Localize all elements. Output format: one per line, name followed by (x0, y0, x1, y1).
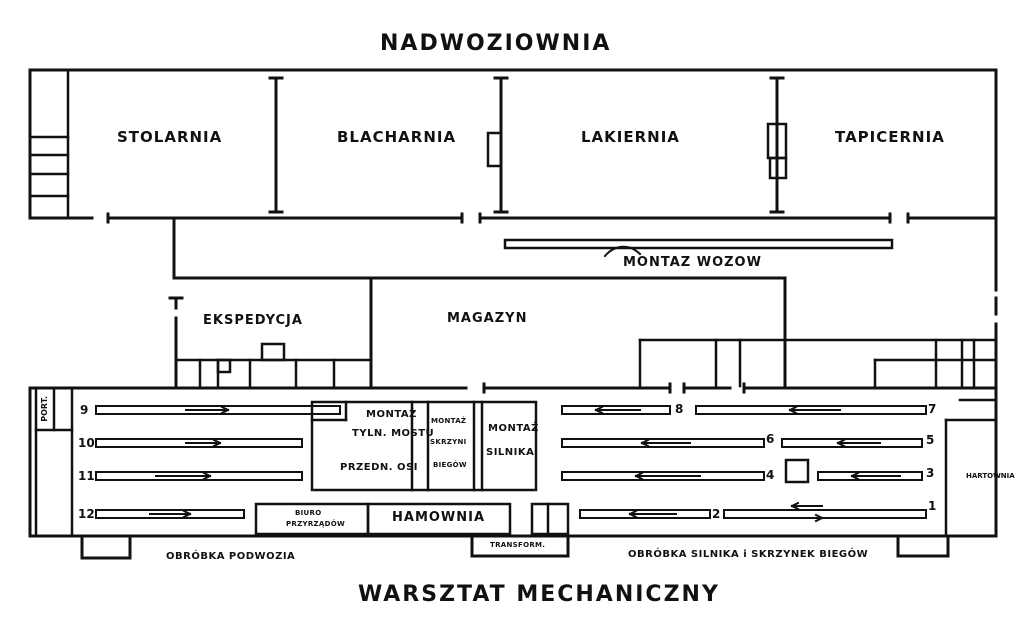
room-portiernia: PORT. (40, 396, 49, 422)
bench-number-2: 2 (712, 507, 721, 521)
room-ekspedycja: EKSPEDYCJA (203, 313, 303, 328)
label-silnika: SILNIKA (486, 447, 535, 458)
label-montaz-1: MONTAŻ (366, 409, 417, 420)
staircase-left (28, 68, 70, 220)
label-montaz-3: MONTAŻ (488, 423, 539, 434)
bench-number-5: 5 (926, 433, 935, 447)
lower-left-rooms (34, 386, 74, 538)
bench-number-10: 10 (78, 436, 95, 450)
label-biegow: BIEGÓW (433, 461, 467, 469)
room-blacharnia: BLACHARNIA (337, 128, 457, 146)
room-hamownia: HAMOWNIA (392, 510, 486, 525)
assembly-line (503, 238, 894, 258)
bench-number-3: 3 (926, 466, 935, 480)
label-biuro: BIURO (295, 509, 322, 517)
benches (95, 405, 927, 519)
label-przednich-osi: PRZEDN. OSI (340, 462, 418, 473)
upper-building-walls (28, 68, 998, 292)
label-montaz-wozow: MONTAZ WOZOW (623, 255, 762, 270)
ekspedycja-rooms (174, 342, 373, 388)
central-rooms (254, 400, 810, 536)
bench-number-8: 8 (675, 402, 684, 416)
bench-number-1: 1 (928, 499, 937, 513)
bench-number-7: 7 (928, 402, 937, 416)
room-stolarnia: STOLARNIA (117, 128, 223, 146)
title-warsztat: WARSZTAT MECHANICZNY (358, 582, 720, 607)
room-transformatornia: TRANSFORM. (490, 541, 546, 549)
title-nadwoziownia: NADWOZIOWNIA (380, 31, 612, 56)
middle-walls (168, 216, 998, 388)
room-hartownia: HARTOWNIA (966, 472, 1015, 480)
bench-number-6: 6 (766, 432, 775, 446)
bench-number-11: 11 (78, 469, 95, 483)
label-montaz-2: MONTAŻ (431, 417, 467, 425)
room-tapicernia: TAPICERNIA (835, 128, 945, 146)
bench-number-4: 4 (766, 468, 775, 482)
label-tylnych-osi: TYLN. MOSTU (352, 428, 435, 439)
bench-number-12: 12 (78, 507, 95, 521)
label-obrobka-podwozia: OBRÓBKA PODWOZIA (166, 551, 296, 562)
label-obrobka-silnika: OBRÓBKA SILNIKA i SKRZYNEK BIEGÓW (628, 549, 869, 560)
external-annexes (80, 534, 950, 560)
room-lakiernia: LAKIERNIA (581, 128, 680, 146)
label-przyrzadow: PRZYRZĄDÓW (286, 520, 346, 528)
right-middle-rooms (638, 338, 998, 388)
bench-arrows (149, 405, 901, 523)
bench-number-9: 9 (80, 403, 89, 417)
label-skrzyni: SKRZYNI (430, 438, 467, 446)
lower-right-rooms (944, 398, 998, 538)
upper-partitions (106, 76, 910, 224)
room-magazyn: MAGAZYN (447, 311, 528, 326)
